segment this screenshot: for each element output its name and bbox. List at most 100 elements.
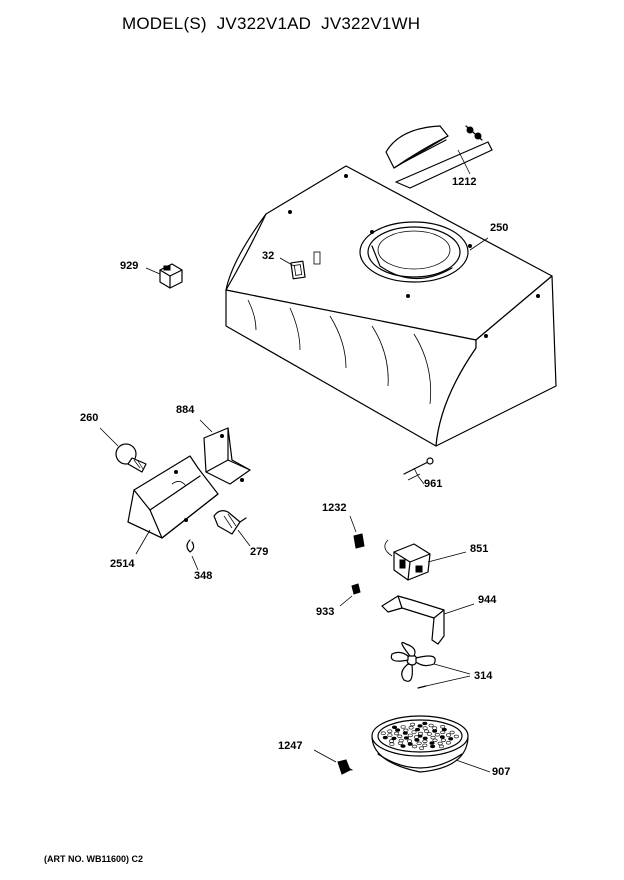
- part-1212-damper: [385, 125, 493, 189]
- mesh-cell: [414, 738, 420, 742]
- part-907-grease-filter: [371, 715, 491, 773]
- part-label-314: 314: [474, 670, 493, 682]
- mesh-cell: [428, 723, 434, 728]
- leader-32: [279, 257, 295, 267]
- mesh-cell: [441, 727, 447, 732]
- mesh-cell: [422, 726, 428, 730]
- mesh-cell: [440, 724, 446, 729]
- mesh-cell: [422, 736, 428, 740]
- mesh-cell: [391, 725, 397, 729]
- part-348-clip: [186, 539, 199, 571]
- part-label-1232: 1232: [322, 502, 347, 514]
- part-851-motor: [384, 539, 467, 581]
- part-933-nut: [339, 583, 361, 607]
- models-prefix: MODEL(S): [122, 14, 207, 33]
- mesh-cell: [439, 735, 445, 739]
- mesh-cell: [440, 738, 446, 742]
- mesh-cell: [387, 733, 393, 737]
- part-label-944: 944: [478, 594, 497, 606]
- part-1232-screw: [349, 515, 365, 549]
- mesh-cell: [432, 726, 438, 730]
- mesh-cell: [389, 742, 395, 746]
- mesh-cell: [440, 730, 446, 735]
- part-label-1212: 1212: [452, 176, 477, 188]
- mesh-cell: [388, 739, 394, 743]
- part-944-motor-bracket: [381, 595, 475, 645]
- mesh-cell: [402, 731, 408, 735]
- part-label-279: 279: [250, 546, 269, 558]
- part-label-929: 929: [120, 260, 139, 272]
- part-label-933: 933: [316, 606, 335, 618]
- mesh-cell: [391, 736, 397, 741]
- mesh-cell: [398, 738, 404, 743]
- mesh-cell: [403, 736, 409, 740]
- mesh-cell: [400, 744, 406, 748]
- mesh-cell: [422, 739, 428, 743]
- mesh-cell: [419, 746, 425, 750]
- part-label-2514: 2514: [110, 558, 135, 570]
- part-260-lamp-bulb: [99, 427, 147, 473]
- mesh-cell: [432, 729, 438, 733]
- mesh-cell: [407, 733, 413, 738]
- mesh-cell: [403, 728, 409, 732]
- mesh-cell: [407, 742, 413, 746]
- part-label-32: 32: [262, 250, 275, 262]
- art-number-footer: (ART NO. WB11600) C2: [44, 854, 144, 864]
- mesh-cell: [408, 725, 414, 730]
- mesh-cell: [414, 727, 420, 732]
- mesh-cell: [413, 735, 419, 739]
- mesh-cell: [397, 741, 403, 745]
- part-label-961: 961: [424, 478, 443, 490]
- mesh-cell: [429, 741, 435, 745]
- mesh-cell: [416, 741, 422, 745]
- mesh-cell: [380, 731, 386, 735]
- part-label-250: 250: [490, 222, 509, 234]
- mesh-cell: [406, 739, 412, 743]
- mesh-cell: [387, 729, 393, 733]
- mesh-cell: [434, 732, 440, 737]
- mesh-cell: [395, 728, 401, 732]
- part-label-1247: 1247: [278, 740, 303, 752]
- mesh-cell: [430, 744, 436, 749]
- mesh-cell: [430, 735, 436, 740]
- mesh-cell: [382, 735, 388, 740]
- part-884-bracket: [199, 419, 251, 485]
- mesh-cell: [397, 734, 403, 738]
- mesh-cell: [445, 741, 451, 745]
- mesh-cell: [394, 731, 400, 736]
- mesh-cell: [412, 744, 418, 749]
- mesh-cell: [437, 741, 443, 746]
- part-1247-screw: [313, 749, 353, 775]
- part-250-hood-housing: [225, 165, 557, 447]
- mesh-cell: [449, 730, 455, 735]
- part-label-851: 851: [470, 543, 489, 555]
- part-label-907: 907: [492, 766, 511, 778]
- mesh-cell: [424, 729, 430, 733]
- mesh-cell: [453, 734, 459, 739]
- part-279-lamp-socket: [213, 510, 251, 547]
- mesh-cell: [418, 731, 424, 736]
- part-314-fan-blade: [390, 641, 471, 689]
- page-title: MODEL(S) JV322V1AD JV322V1WH: [122, 14, 430, 34]
- mesh-cell: [438, 744, 444, 749]
- mesh-cell: [422, 721, 428, 726]
- mesh-cell: [426, 732, 432, 736]
- mesh-cell: [410, 722, 416, 727]
- mesh-cell: [445, 733, 451, 737]
- part-2514-lamp-housing: [127, 455, 219, 555]
- part-label-348: 348: [194, 570, 213, 582]
- filter-mesh: [380, 721, 459, 750]
- mesh-cell: [411, 730, 417, 734]
- part-label-884: 884: [176, 404, 195, 416]
- mesh-cell: [432, 738, 438, 742]
- mesh-cell: [448, 737, 454, 741]
- model-number-1: JV322V1AD: [216, 14, 312, 33]
- mesh-cell: [400, 725, 406, 729]
- mesh-cell: [417, 724, 423, 728]
- part-929-switch: [145, 263, 183, 289]
- part-961-screw: [403, 457, 434, 485]
- model-number-2: JV322V1WH: [321, 14, 421, 33]
- part-label-260: 260: [80, 412, 99, 424]
